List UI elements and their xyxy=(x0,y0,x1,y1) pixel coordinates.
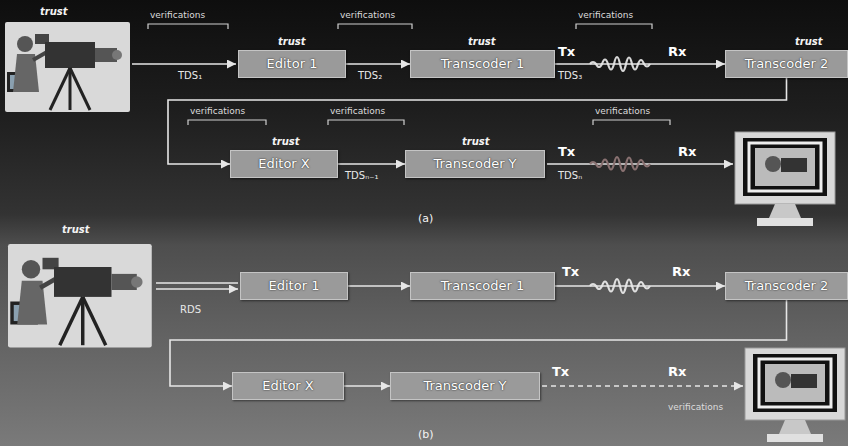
stream-label: TDSₙ₋₁ xyxy=(345,170,378,182)
verification-label: verifications xyxy=(595,106,650,117)
trust-label: trust xyxy=(62,224,90,236)
process-box: Transcoder 2 xyxy=(725,50,848,78)
verification-label: verifications xyxy=(150,10,205,21)
verification-label: verifications xyxy=(578,10,633,21)
box-label: Editor X xyxy=(258,156,310,172)
flow-connector xyxy=(338,163,405,165)
flow-connector xyxy=(346,63,410,65)
flow-connector xyxy=(555,63,725,65)
panel-label: (a) xyxy=(418,212,433,225)
stream-label: RDS xyxy=(180,304,201,316)
camera-operator xyxy=(8,244,152,348)
box-label: Editor 1 xyxy=(269,278,320,294)
process-box: Transcoder Y xyxy=(405,150,545,178)
box-label: Transcoder 2 xyxy=(745,56,828,72)
panel-label: (b) xyxy=(418,428,434,441)
camera-operator xyxy=(5,22,130,112)
verification-label: verifications xyxy=(330,106,385,117)
verification-label: verifications xyxy=(340,10,395,21)
trust-label: trust xyxy=(468,36,496,48)
signal-label: Rx xyxy=(668,44,686,59)
stream-label: TDS₂ xyxy=(358,70,382,82)
box-label: Transcoder Y xyxy=(423,378,506,394)
box-label: Editor X xyxy=(262,378,314,394)
box-label: Transcoder 2 xyxy=(745,278,828,294)
verification-label: verifications xyxy=(668,402,723,413)
signal-label: Tx xyxy=(558,44,575,59)
process-box: Transcoder 2 xyxy=(725,272,848,300)
verification-label: verifications xyxy=(190,106,245,117)
box-label: Editor 1 xyxy=(267,56,318,72)
flow-connector xyxy=(348,285,410,287)
process-box: Editor 1 xyxy=(240,272,348,300)
process-box: Transcoder 1 xyxy=(410,50,555,78)
process-box: Transcoder 1 xyxy=(410,272,555,300)
flow-connector xyxy=(555,285,725,287)
box-label: Transcoder 1 xyxy=(441,278,524,294)
trust-label: trust xyxy=(40,6,68,18)
signal-label: Tx xyxy=(558,144,575,159)
signal-label: Rx xyxy=(672,264,690,279)
box-label: Transcoder Y xyxy=(433,156,516,172)
process-box: Editor X xyxy=(232,372,344,400)
signal-label: Tx xyxy=(562,264,579,279)
signal-arrows xyxy=(132,64,743,386)
trust-label: trust xyxy=(462,136,490,148)
flow-connector xyxy=(344,385,390,387)
trust-label: trust xyxy=(278,36,306,48)
signal-label: Rx xyxy=(678,144,696,159)
wireless-wave xyxy=(590,157,650,171)
stream-label: TDS₁ xyxy=(178,70,202,82)
trust-label: trust xyxy=(272,136,300,148)
signal-label: Tx xyxy=(552,364,569,379)
verification-brackets xyxy=(148,24,670,125)
stream-label: TDS₃ xyxy=(558,70,582,82)
signal-label: Rx xyxy=(668,364,686,379)
trust-label: trust xyxy=(795,36,823,48)
box-label: Transcoder 1 xyxy=(441,56,524,72)
process-box: Editor X xyxy=(230,150,338,178)
process-box: Transcoder Y xyxy=(390,372,540,400)
display-monitor xyxy=(735,132,835,226)
stream-label: TDSₙ xyxy=(558,170,582,182)
process-box: Editor 1 xyxy=(238,50,346,78)
display-monitor xyxy=(745,348,845,442)
